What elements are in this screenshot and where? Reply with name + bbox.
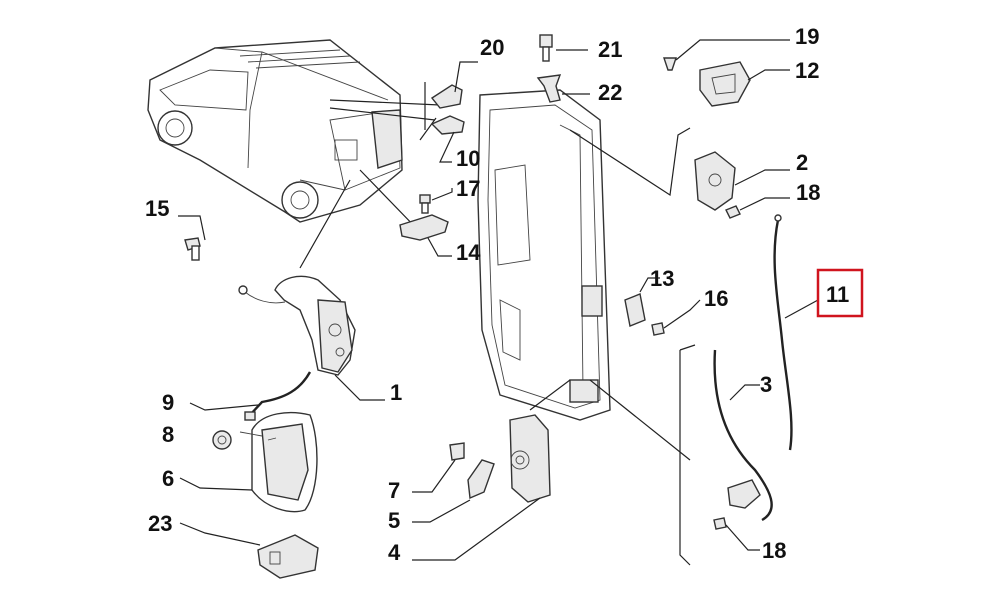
label-6: 6 [162, 466, 174, 491]
part-6-outer-handle [179, 411, 318, 513]
part-23-bracket [179, 522, 319, 579]
part-2-latch [694, 151, 790, 211]
part-20-bracket [430, 61, 478, 109]
label-4: 4 [388, 540, 401, 565]
part-18-upper-screw [725, 197, 790, 219]
part-21-bolt [539, 34, 588, 62]
label-7: 7 [388, 478, 400, 503]
part-9-wire [189, 371, 312, 421]
label-21: 21 [598, 37, 622, 62]
rear-door [419, 82, 696, 566]
label-19: 19 [795, 24, 819, 49]
label-11: 11 [826, 282, 849, 307]
part-10-bracket [430, 115, 465, 163]
part-17-bolt [419, 188, 453, 214]
part-16-screw [651, 299, 701, 336]
label-14: 14 [456, 240, 481, 265]
label-15: 15 [145, 196, 169, 221]
label-20: 20 [480, 35, 504, 60]
part-7-clip [412, 442, 465, 493]
part-4-hinge-plate [412, 414, 551, 561]
part-5-gasket [412, 459, 495, 523]
label-2: 2 [796, 150, 808, 175]
label-16: 16 [704, 286, 728, 311]
part-22-clip [536, 74, 590, 103]
part-19-screw [663, 39, 790, 71]
label-12: 12 [795, 58, 819, 83]
part-12-inner-handle [699, 61, 790, 107]
part-14-bracket [399, 214, 452, 257]
label-17: 17 [456, 176, 480, 201]
label-9: 9 [162, 390, 174, 415]
label-23: 23 [148, 511, 172, 536]
part-1-lock [238, 275, 385, 401]
label-10: 10 [456, 146, 480, 171]
highlight-box-11 [816, 268, 864, 318]
part-8-nut [212, 430, 232, 450]
label-3: 3 [760, 372, 772, 397]
label-18-upper: 18 [796, 180, 820, 205]
part-3-cable [713, 349, 773, 522]
label-13: 13 [650, 266, 674, 291]
part-3-lower-latch [713, 479, 761, 551]
part-13-striker [624, 277, 660, 327]
part-11-cable [773, 214, 819, 451]
van-illustration [147, 39, 441, 269]
label-22: 22 [598, 80, 622, 105]
label-18-lower: 18 [762, 538, 786, 563]
label-5: 5 [388, 508, 400, 533]
label-1: 1 [390, 380, 402, 405]
part-15-bolt [178, 215, 206, 261]
label-8: 8 [162, 422, 174, 447]
